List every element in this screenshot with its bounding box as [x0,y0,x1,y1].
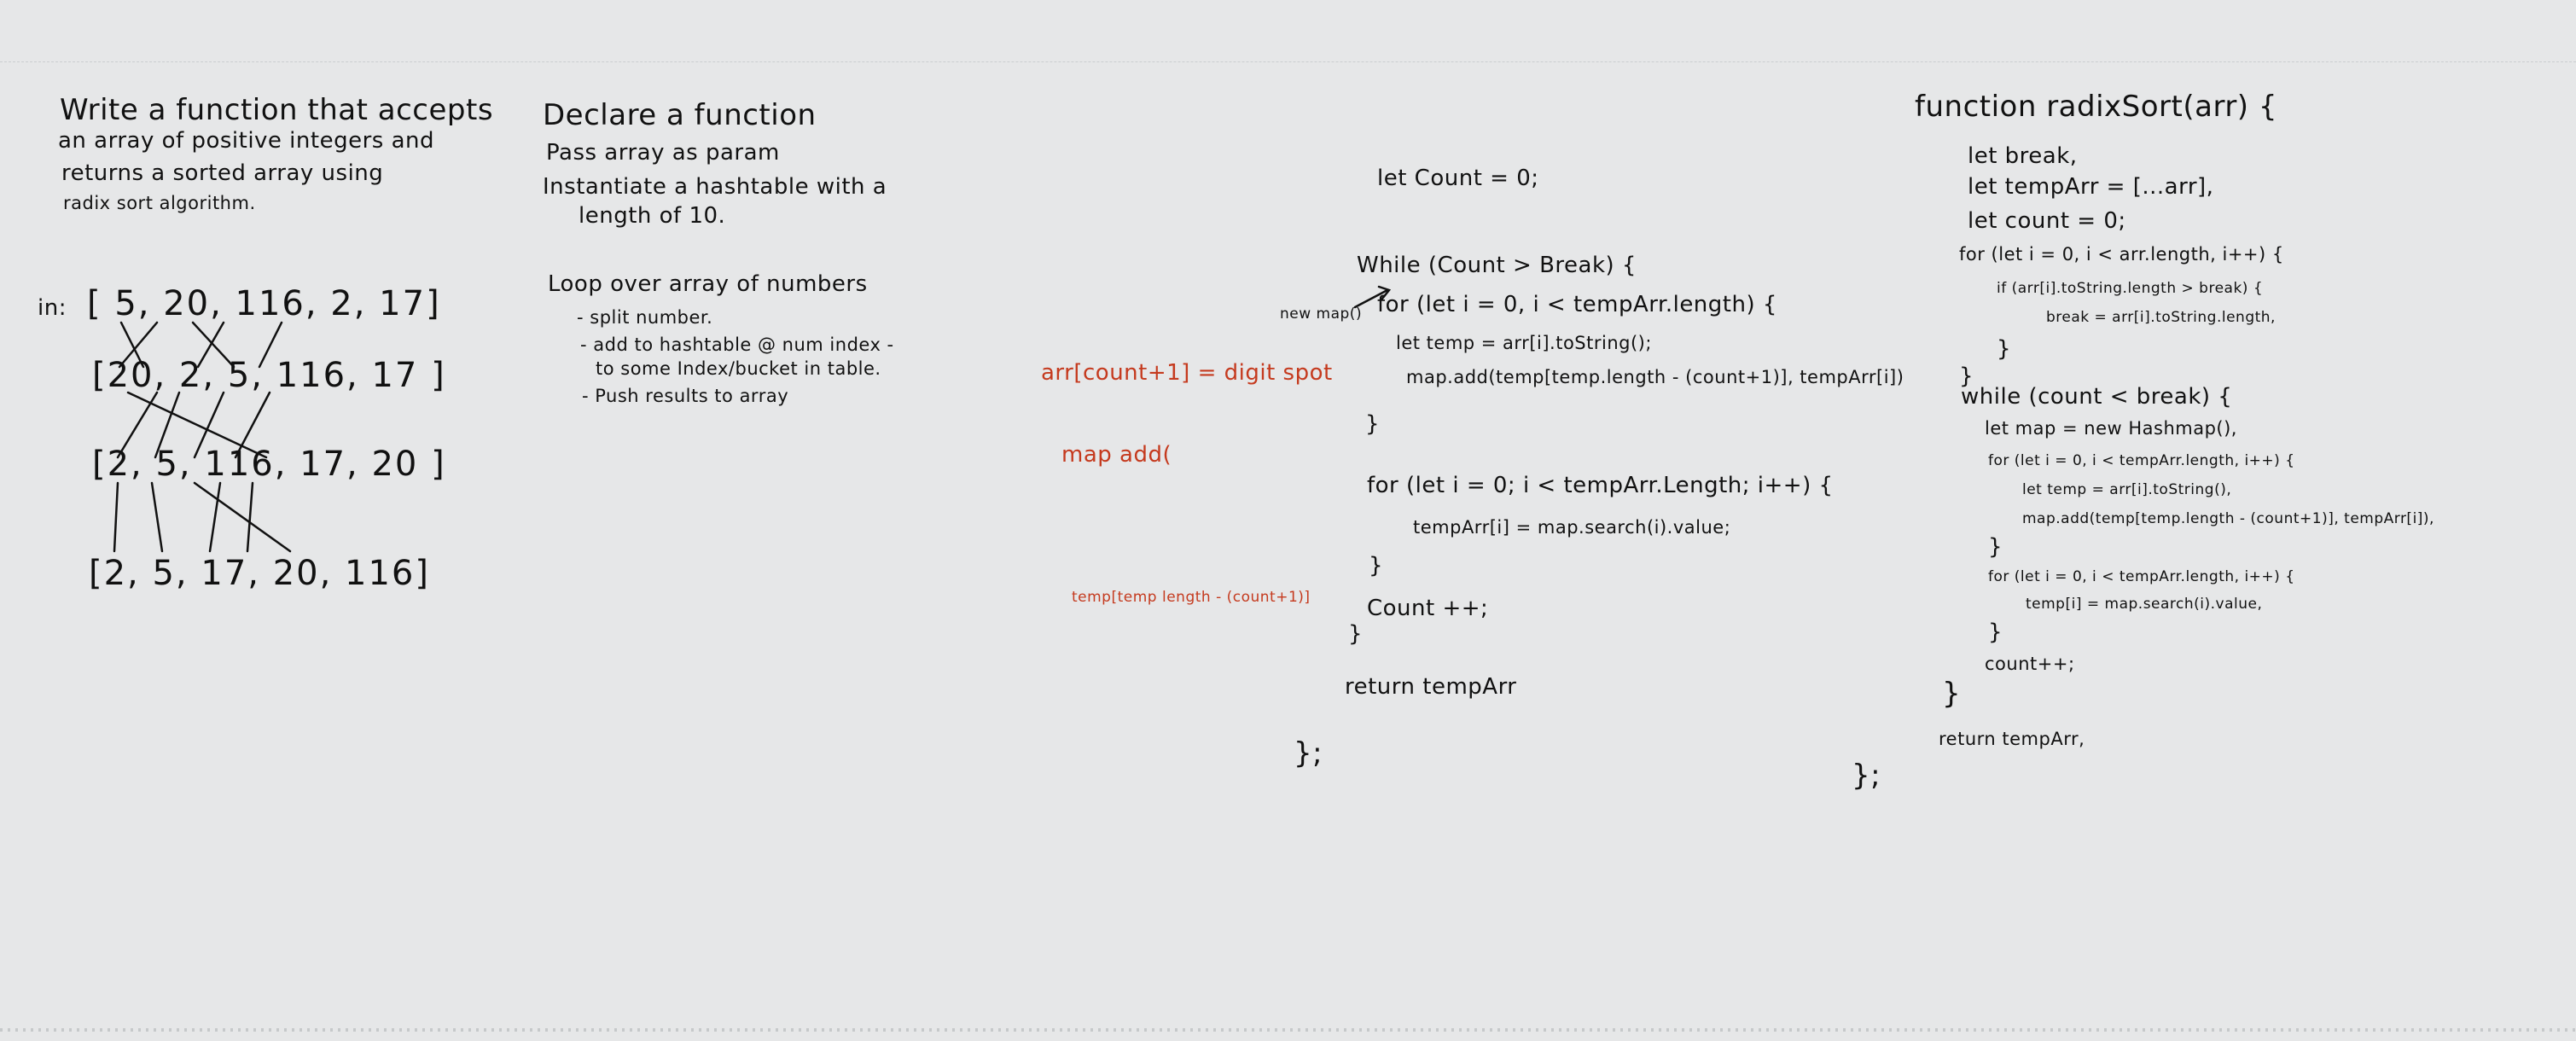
draft-line-return: return tempArr [1345,674,1517,700]
draft-line-new-map: new map() [1280,305,1363,323]
plan-step-2: Instantiate a hashtable with a [543,174,887,200]
draft-line-let-temp: let temp = arr[i].toString(); [1396,333,1652,353]
plan-step-1: Pass array as param [546,140,780,166]
problem-line-2: an array of positive integers and [58,128,434,154]
plan-heading: Declare a function [543,98,817,132]
red-note-map-add: map add( [1061,442,1172,468]
board-bottom-edge [0,1028,2576,1032]
in-label: in: [38,295,67,321]
draft-line-close-3: } [1348,621,1364,647]
final-line-3: let tempArr = [...arr], [1968,174,2214,200]
final-line-17: temp[i] = map.search(i).value, [2026,596,2263,613]
loop-step-2: - add to hashtable @ num index - [580,334,894,355]
final-line-10: while (count < break) { [1961,384,2233,410]
draft-line-for-1: for (let i = 0, i < tempArr.length) { [1377,292,1777,317]
loop-heading: Loop over array of numbers [548,271,868,297]
diagram-row-input: [ 5, 20, 116, 2, 17] [87,284,441,323]
problem-line-3: returns a sorted array using [61,160,384,186]
plan-step-3: length of 10. [579,203,726,229]
final-line-9: } [1959,363,1974,389]
draft-line-search: tempArr[i] = map.search(i).value; [1413,517,1731,538]
final-line-11: let map = new Hashmap(), [1985,418,2237,439]
draft-line-for-2: for (let i = 0; i < tempArr.Length; i++)… [1367,473,1834,498]
problem-line-4: radix sort algorithm. [63,193,256,213]
diagram-row-pass-2: [2, 5, 116, 17, 20 ] [92,445,446,484]
loop-step-3: to some Index/bucket in table. [596,358,881,379]
final-line-5: for (let i = 0, i < arr.length, i++) { [1959,244,2284,265]
final-line-1: function radixSort(arr) { [1915,90,2278,124]
draft-line-while: While (Count > Break) { [1357,253,1637,278]
final-line-20: } [1942,677,1962,711]
loop-step-4: - Push results to array [582,386,789,406]
draft-line-close-2: } [1369,553,1384,579]
problem-line-1: Write a function that accepts [60,93,494,127]
final-line-13: let temp = arr[i].toString(), [2022,481,2232,498]
red-note-arr: arr[count+1] = digit spot [1041,360,1333,386]
final-line-4: let count = 0; [1968,208,2126,234]
board-top-edge [0,61,2576,74]
diagram-row-pass-1: [20, 2, 5, 116, 17 ] [92,356,446,395]
final-line-12: for (let i = 0, i < tempArr.length, i++)… [1988,452,2295,469]
final-line-15: } [1988,534,2003,560]
final-line-18: } [1988,619,2003,645]
draft-line-close-1: } [1365,411,1381,437]
final-line-8: } [1997,336,2012,362]
final-line-22: }; [1852,759,1881,793]
final-line-2: let break, [1968,143,2078,169]
final-line-19: count++; [1985,654,2075,674]
loop-step-1: - split number. [577,307,713,328]
final-line-7: break = arr[i].toString.length, [2046,309,2276,326]
diagram-row-sorted: [2, 5, 17, 20, 116] [89,554,430,593]
final-line-6: if (arr[i].toString.length > break) { [1997,280,2264,297]
final-line-16: for (let i = 0, i < tempArr.length, i++)… [1988,568,2295,585]
final-line-21: return tempArr, [1939,729,2085,749]
draft-line-let-count: let Count = 0; [1377,166,1539,191]
draft-line-end: }; [1294,736,1323,771]
final-line-14: map.add(temp[temp.length - (count+1)], t… [2022,510,2434,527]
draft-line-count-inc: Count ++; [1367,596,1489,621]
draft-line-map-add: map.add(temp[temp.length - (count+1)], t… [1406,367,1904,387]
red-note-temp: temp[temp length - (count+1)] [1072,589,1311,606]
